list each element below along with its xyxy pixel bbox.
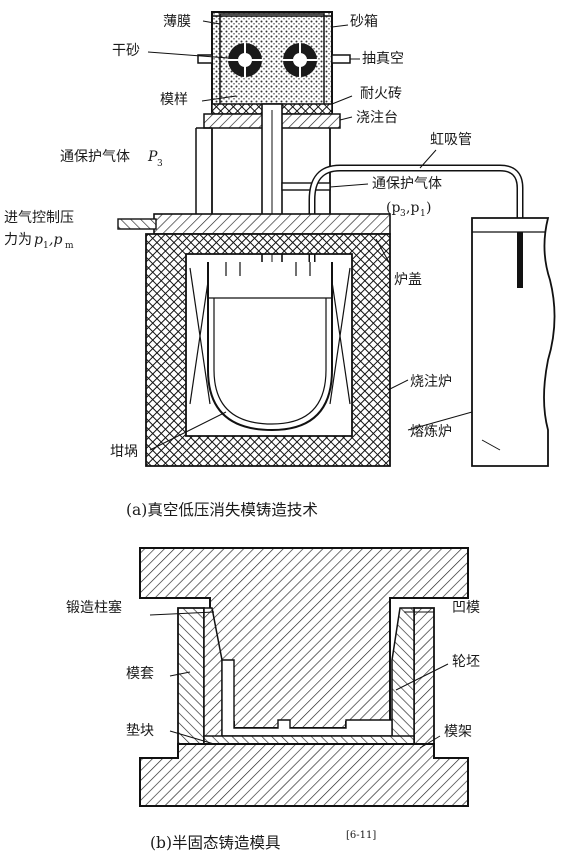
mold-sleeve-left — [177, 607, 205, 745]
svg-text:3: 3 — [400, 209, 406, 219]
svg-text:1: 1 — [420, 209, 426, 219]
label-mold-frame: 模架 — [444, 724, 472, 740]
svg-text:p: p — [34, 232, 43, 248]
sand-box — [197, 11, 351, 113]
label-shield-gas-right: 通保护气体 (p 3 ,p 1 ) — [372, 176, 442, 219]
label-die: 凹模 — [452, 600, 480, 616]
svg-text:[6-11]: [6-11] — [346, 830, 376, 841]
label-film: 薄膜 — [163, 14, 191, 30]
die-right — [391, 607, 415, 746]
figure-b-semi-solid-casting-mold: 锻造柱塞 凹模 模套 轮坯 垫块 模架 (b)半固态铸造模具 [6-11] — [66, 547, 480, 852]
svg-text:进气控制压: 进气控制压 — [4, 210, 74, 226]
inlet-pipe — [117, 218, 157, 230]
label-pouring-furnace: 烧注炉 — [410, 374, 452, 390]
label-sand-box: 砂箱 — [350, 14, 378, 30]
svg-text:(p: (p — [386, 200, 400, 216]
label-pouring-table: 浇注台 — [356, 110, 398, 126]
label-wheel-blank: 轮坯 — [452, 654, 480, 670]
label-refractory-brick: 耐火砖 — [360, 86, 402, 102]
svg-text:通保护气体: 通保护气体 — [372, 176, 442, 192]
caption-b: (b)半固态铸造模具 [6-11] — [150, 830, 376, 852]
svg-text:(b)半固态铸造模具: (b)半固态铸造模具 — [150, 834, 281, 852]
svg-text:1: 1 — [43, 241, 49, 251]
label-vacuum: 抽真空 — [362, 51, 404, 67]
label-mold-sleeve: 模套 — [126, 666, 154, 682]
label-pattern: 模样 — [160, 92, 188, 108]
crucible — [207, 262, 333, 432]
svg-text:通保护气体: 通保护气体 — [60, 149, 130, 165]
melting-furnace — [471, 217, 556, 467]
svg-text:m: m — [65, 241, 74, 251]
svg-text:力为: 力为 — [4, 232, 32, 248]
label-inlet-pressure: 进气控制压 力为 p 1 ,p m — [4, 210, 74, 251]
label-crucible: 坩埚 — [110, 444, 138, 460]
svg-text:P: P — [147, 149, 158, 165]
label-dry-sand: 干砂 — [112, 43, 140, 59]
label-shield-gas-p3: 通保护气体 P 3 — [60, 149, 163, 169]
svg-text:): ) — [426, 200, 431, 216]
svg-text:3: 3 — [157, 159, 163, 169]
label-siphon-tube: 虹吸管 — [430, 132, 472, 148]
svg-text:,p: ,p — [49, 232, 62, 248]
mold-frame — [139, 743, 469, 807]
svg-text:,p: ,p — [406, 200, 419, 216]
figure-a-vacuum-lost-foam-casting: 薄膜 砂箱 干砂 抽真空 模样 耐火砖 浇注台 虹吸管 通保护气体 P 3 通保… — [4, 11, 556, 519]
label-furnace-cover: 炉盖 — [394, 272, 422, 288]
pouring-furnace — [145, 233, 391, 467]
label-melting-furnace: 熔炼炉 — [410, 424, 452, 440]
label-forging-plunger: 锻造柱塞 — [66, 599, 122, 616]
caption-a: (a)真空低压消失模铸造技术 — [126, 501, 318, 519]
furnace-cover — [153, 213, 391, 235]
label-pad: 垫块 — [126, 723, 154, 739]
